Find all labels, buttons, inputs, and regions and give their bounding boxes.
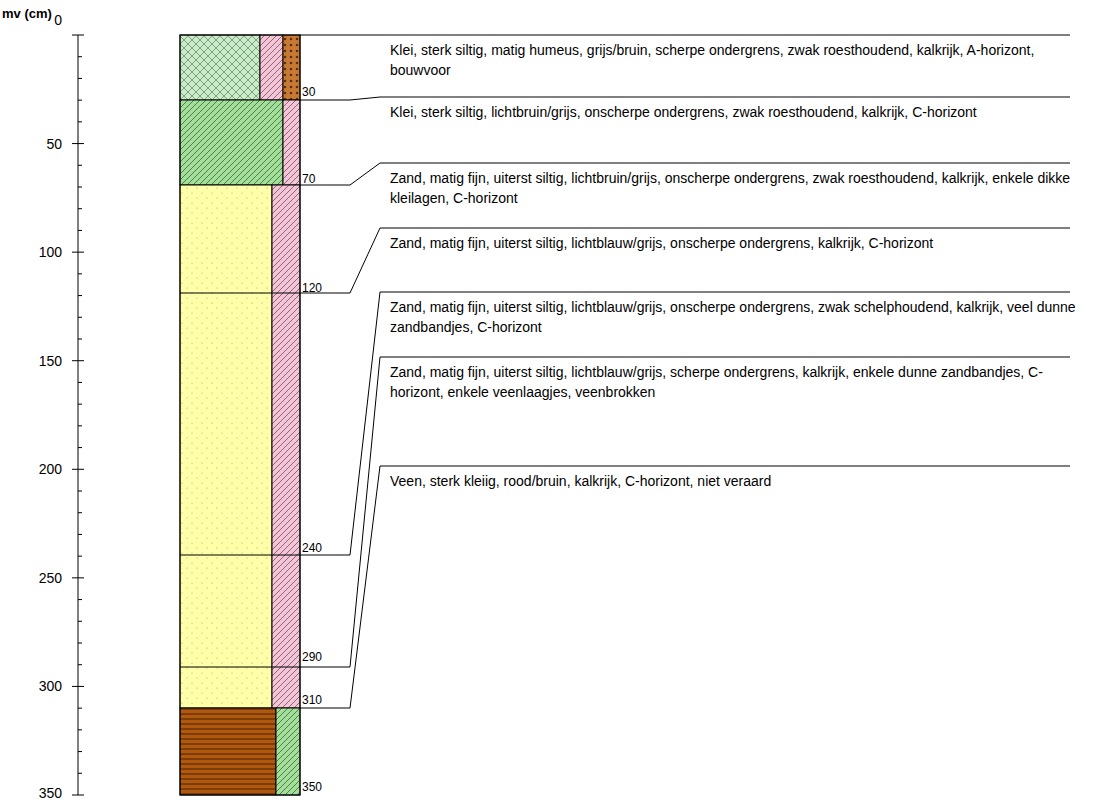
axis-title: mv (cm) (2, 6, 52, 21)
layer-fill (180, 185, 272, 708)
axis-line (78, 643, 82, 644)
axis-line (78, 317, 82, 318)
axis-line (78, 165, 82, 166)
leader-line (300, 357, 1070, 667)
column-outline (180, 35, 300, 795)
axis-line (78, 447, 82, 448)
axis-line (78, 773, 82, 774)
axis-line (72, 795, 84, 796)
tick-label: 350 (22, 785, 62, 801)
layer-fill (180, 708, 276, 795)
axis-line (78, 664, 82, 665)
layer-description: Zand, matig fijn, uiterst siltig, lichtb… (390, 168, 1080, 208)
axis-line (78, 273, 82, 274)
layer-description: Zand, matig fijn, uiterst siltig, lichtb… (390, 233, 1080, 253)
tick-label: 250 (22, 570, 62, 586)
axis-line (78, 708, 82, 709)
depth-label: 310 (302, 693, 322, 707)
axis-line (78, 729, 82, 730)
axis-line (78, 491, 82, 492)
axis-line (78, 78, 82, 79)
axis-line (72, 360, 84, 361)
axis-line (78, 187, 82, 188)
axis-line (78, 599, 82, 600)
tick-label: 300 (22, 678, 62, 694)
layer-fill (283, 35, 300, 100)
layer-description: Zand, matig fijn, uiterst siltig, lichtb… (390, 362, 1080, 402)
axis-line (78, 35, 79, 795)
leader-line (300, 466, 1070, 708)
layer-fill (260, 35, 283, 100)
leader-line (300, 35, 1070, 36)
tick-label: 50 (22, 136, 62, 152)
soil-column (180, 35, 300, 795)
axis-line (72, 469, 84, 470)
axis-line (72, 143, 84, 144)
axis-line (78, 382, 82, 383)
tick-label: 0 (22, 12, 62, 28)
layer-description: Klei, sterk siltig, matig humeus, grijs/… (390, 40, 1080, 80)
axis-line (78, 208, 82, 209)
tick-label: 150 (22, 353, 62, 369)
axis-line (78, 425, 82, 426)
axis-line (78, 534, 82, 535)
axis-line (78, 751, 82, 752)
axis-line (78, 56, 82, 57)
axis-line (78, 339, 82, 340)
axis-line (72, 252, 84, 253)
axis-line (78, 621, 82, 622)
axis-line (78, 404, 82, 405)
depth-label: 70 (302, 172, 315, 186)
layer-description: Zand, matig fijn, uiterst siltig, lichtb… (390, 297, 1080, 337)
depth-label: 240 (302, 541, 322, 555)
axis-line (78, 121, 82, 122)
layer-fill (180, 100, 283, 185)
axis-line (72, 686, 84, 687)
depth-label: 120 (302, 281, 322, 295)
axis-line (78, 295, 82, 296)
depth-label: 290 (302, 650, 322, 664)
leader-line (300, 97, 1070, 100)
layer-fill (180, 35, 260, 100)
axis-line (72, 35, 84, 36)
axis-line (78, 230, 82, 231)
axis-line (78, 512, 82, 513)
layer-boundary (180, 293, 300, 667)
layer-fill (272, 185, 300, 708)
depth-label: 350 (302, 780, 322, 794)
axis-line (78, 556, 82, 557)
tick-label: 100 (22, 244, 62, 260)
layer-fill (276, 708, 300, 795)
axis-line (78, 100, 82, 101)
layer-description: Veen, sterk kleiig, rood/bruin, kalkrijk… (390, 471, 1080, 491)
layer-description: Klei, sterk siltig, lichtbruin/grijs, on… (390, 102, 1080, 122)
layer-fill (283, 100, 300, 185)
tick-label: 200 (22, 461, 62, 477)
depth-label: 30 (302, 85, 315, 99)
axis-line (72, 577, 84, 578)
depth-axis (72, 35, 84, 795)
